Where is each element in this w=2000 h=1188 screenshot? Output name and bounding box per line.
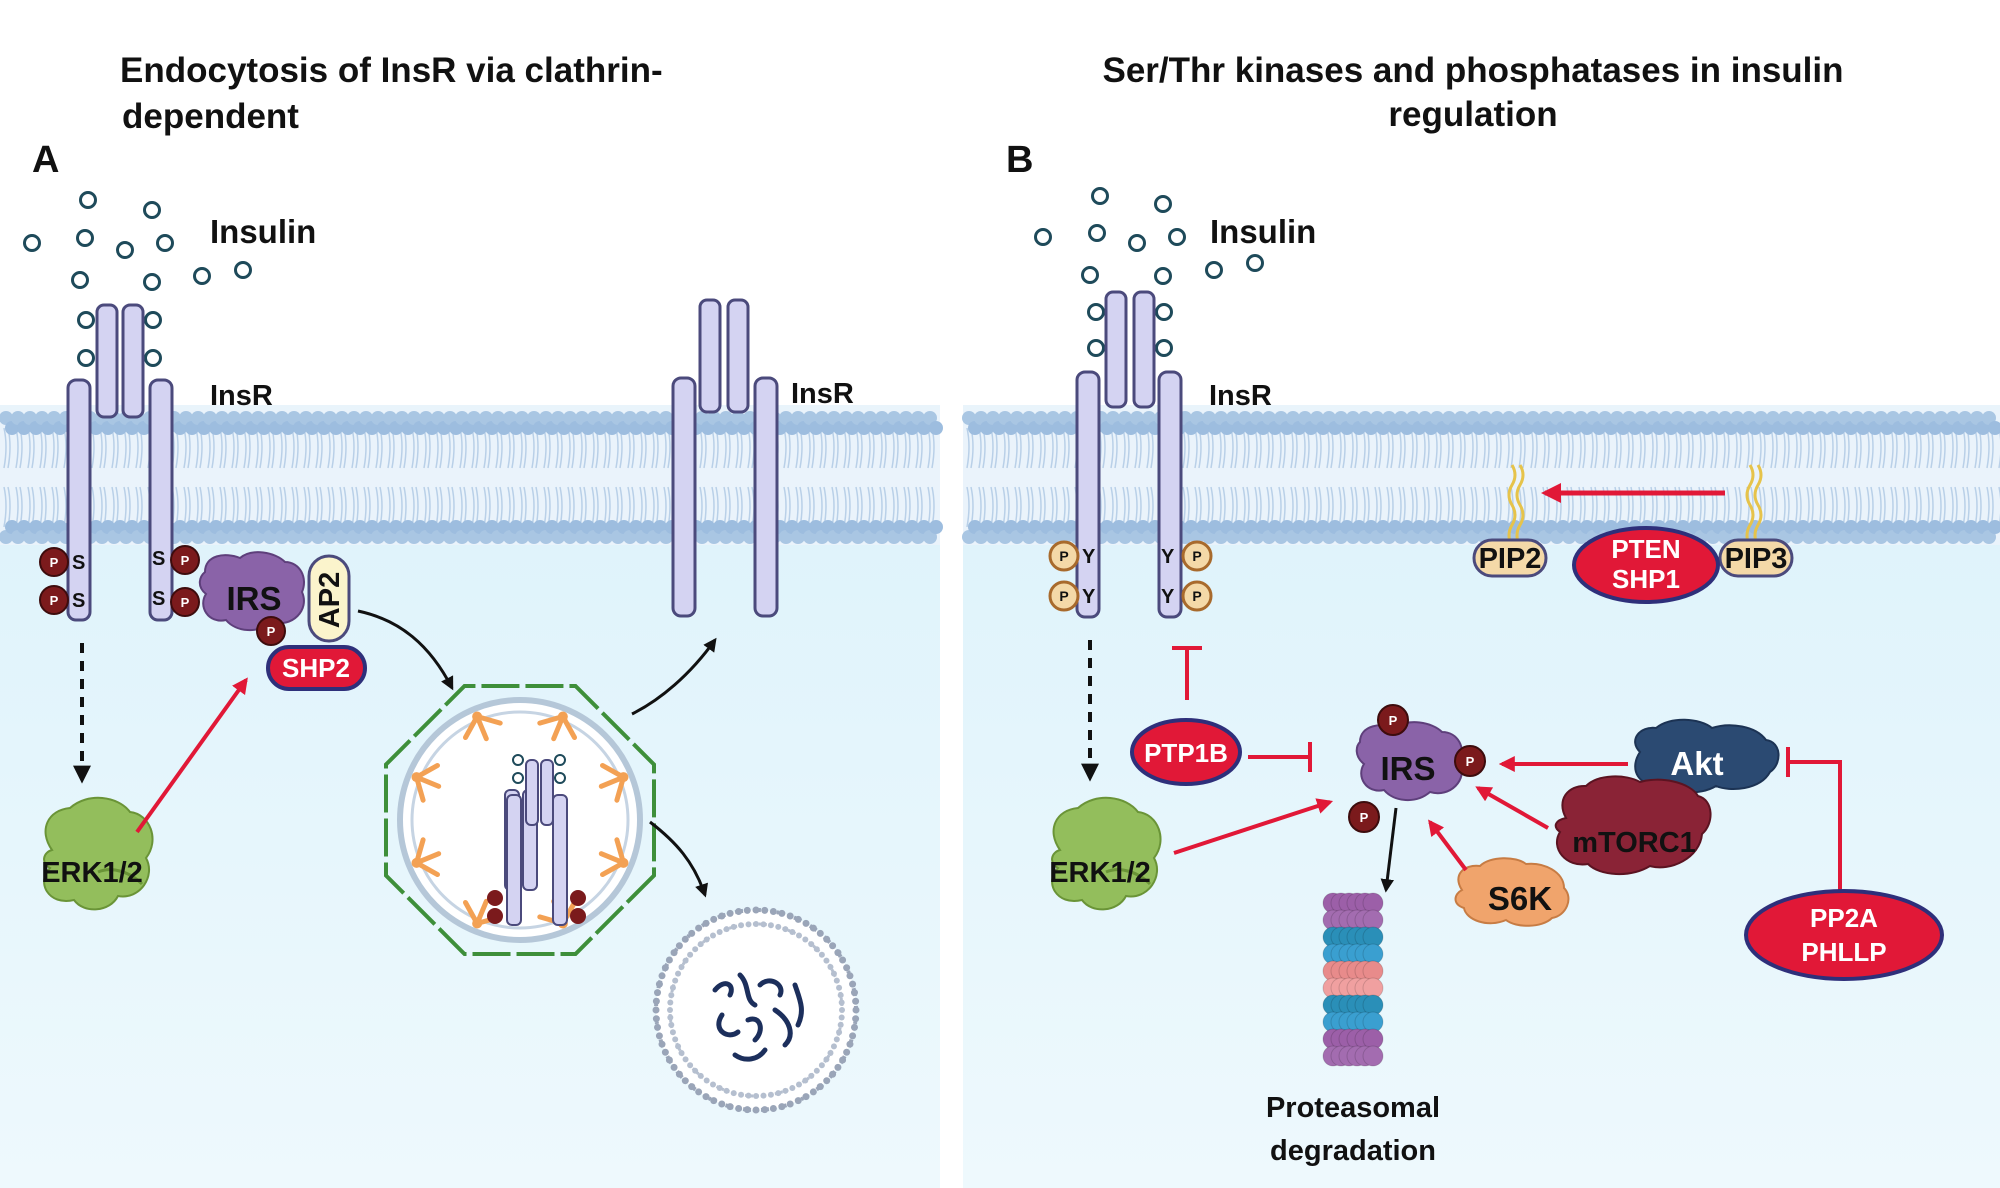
tyrosine-y: Y	[1161, 586, 1175, 608]
proteasome	[1322, 892, 1384, 1067]
phospho-p: P	[1389, 713, 1398, 728]
cell-membrane-a	[0, 410, 943, 545]
tyrosine-y: Y	[1082, 546, 1096, 568]
cell-membrane-b	[962, 410, 2000, 545]
insr-label-a1: InsR	[210, 380, 273, 412]
irs-degradation-arrow	[1380, 807, 1398, 893]
panel-a-letter: A	[32, 139, 59, 181]
tyrosine-y: Y	[1082, 586, 1096, 608]
serine-s: S	[72, 552, 85, 574]
panel-b-letter: B	[1006, 139, 1033, 181]
phospho-p: P	[181, 553, 190, 568]
panel-b-title-line1: Ser/Thr kinases and phosphatases in insu…	[1102, 51, 1843, 90]
insr-label-a2: InsR	[791, 378, 854, 410]
panel-b-background	[962, 405, 2000, 1188]
s6k-label: S6K	[1488, 880, 1552, 917]
clathrin-coated-vesicle	[384, 684, 656, 956]
mtorc1-complex: mTORC1	[1554, 775, 1712, 876]
pp2a-inhibits-akt-line	[1788, 760, 1842, 898]
degradation-arrow	[649, 820, 708, 898]
insulin-label-b: Insulin	[1210, 213, 1316, 250]
phospho-p: P	[181, 595, 190, 610]
pip3-label: PIP3	[1725, 543, 1788, 575]
pip2-lipid: PIP2	[1472, 464, 1548, 578]
panel-a-background	[0, 405, 943, 1188]
insr-receptor-b	[1075, 290, 1183, 619]
recycling-arrow	[631, 637, 717, 716]
mtorc1-phosphorylates-irs-arrow	[1475, 786, 1549, 830]
pip3-lipid: PIP3	[1718, 464, 1794, 578]
insulin-label-a: Insulin	[210, 213, 316, 250]
irs-protein-a: IRS P	[198, 551, 305, 646]
proteasomal-label-line1: Proteasomal	[1266, 1092, 1440, 1124]
erk-label-b: ERK1/2	[1049, 857, 1151, 889]
phospho-p: P	[1192, 548, 1201, 564]
tyrosine-y: Y	[1161, 546, 1175, 568]
pten-shp1-phosphatase: PTEN SHP1	[1572, 526, 1720, 604]
ap2-label: AP2	[314, 572, 346, 628]
phospho-p: P	[1360, 810, 1369, 825]
s6k-kinase: S6K	[1454, 857, 1570, 927]
endocytosis-arrow	[357, 609, 454, 691]
pten-label: PTEN	[1611, 534, 1680, 564]
irs-label-b: IRS	[1380, 750, 1435, 787]
phospho-p: P	[1059, 588, 1068, 604]
phospho-p: P	[50, 593, 59, 608]
ap2-adaptor: AP2	[307, 554, 351, 643]
proteasomal-label-line2: degradation	[1270, 1135, 1436, 1167]
pp2a-label: PP2A	[1810, 903, 1878, 933]
serine-s: S	[152, 548, 165, 570]
phospho-p: P	[1059, 548, 1068, 564]
shp2-phosphatase: SHP2	[266, 645, 367, 691]
mtorc1-label: mTORC1	[1572, 827, 1696, 859]
phospho-p: P	[1192, 588, 1201, 604]
irs-label-a: IRS	[226, 580, 281, 617]
akt-label: Akt	[1670, 745, 1723, 782]
phospho-sites-a1: P S P S S P S P	[39, 545, 200, 617]
insr-receptor-a1	[66, 303, 174, 622]
insulin-molecules-b	[1034, 187, 1264, 357]
shp1-label: SHP1	[1612, 564, 1680, 594]
phospho-p: P	[267, 624, 276, 639]
phospho-tyrosines-b: P Y P Y Y P Y P	[1048, 540, 1213, 612]
ptp1b-phosphatase: PTP1B	[1130, 718, 1242, 786]
insr-receptor-a2	[671, 298, 779, 618]
pip2-label: PIP2	[1479, 543, 1542, 575]
insulin-molecules-a	[23, 191, 252, 367]
insr-label-b: InsR	[1209, 380, 1272, 412]
akt-kinase: Akt	[1634, 718, 1780, 794]
serine-s: S	[152, 588, 165, 610]
serine-s: S	[72, 590, 85, 612]
erk-phosphorylates-irs-arrow	[1173, 798, 1334, 855]
erk-label-a: ERK1/2	[41, 857, 143, 889]
erk-protein-a: ERK1/2	[41, 796, 154, 911]
phospho-p: P	[1466, 754, 1475, 769]
lysosome	[652, 906, 860, 1114]
phllp-label: PHLLP	[1801, 937, 1886, 967]
shp2-label: SHP2	[282, 653, 350, 683]
pp2a-phllp-phosphatase: PP2A PHLLP	[1744, 889, 1944, 981]
panel-b-title-line2: regulation	[1388, 95, 1557, 134]
panel-a-title-line1: Endocytosis of InsR via clathrin-	[120, 51, 663, 90]
panel-a-title-line2: dependent	[122, 97, 299, 136]
ptp1b-label: PTP1B	[1144, 738, 1228, 768]
erk-activates-shp2-arrow	[135, 677, 248, 834]
phospho-p: P	[50, 555, 59, 570]
irs-protein-b: IRS P P P	[1348, 704, 1486, 833]
s6k-phosphorylates-irs-arrow	[1428, 819, 1468, 872]
erk-protein-b: ERK1/2	[1049, 796, 1162, 911]
